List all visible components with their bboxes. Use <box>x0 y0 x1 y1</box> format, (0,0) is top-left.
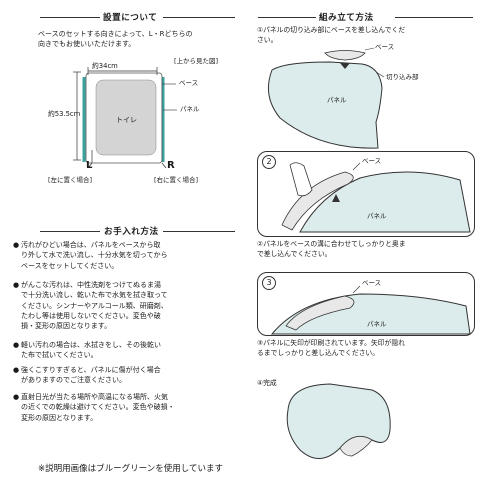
step2-panel-label: パネル <box>367 212 387 220</box>
bullet-icon: ● <box>13 393 20 401</box>
toilet-label: トイレ <box>116 116 137 124</box>
left-letter: L <box>86 160 93 171</box>
step4-caption: ④完成 <box>257 379 277 387</box>
step1-panel-label: パネル <box>327 96 347 104</box>
footnote: ※説明用画像はブルーグリーンを使用しています <box>38 464 223 474</box>
panel-label: パネル <box>180 105 200 113</box>
left-caption: [左に置く場合] <box>48 176 93 184</box>
step2-number: 2 <box>262 155 276 169</box>
step3-panel-label: パネル <box>367 320 387 328</box>
care-item-1: ● 汚れがひどい場合は、パネルをベースから取 り外して水で洗い流し、十分水気を切… <box>13 240 239 271</box>
step2-illustration <box>281 162 471 233</box>
step1-notch-label: 切り込み部 <box>386 73 419 81</box>
step1-base-label: ベース <box>375 43 395 51</box>
right-letter: R <box>167 160 175 171</box>
bullet-icon: ● <box>13 341 20 349</box>
title-rule-left <box>40 231 100 232</box>
installation-intro: ベースのセットする向きによって、L・Rどちらの 向きでもお使いいただけます。 <box>38 30 193 49</box>
care-text: 強くこすりすぎると、パネルに傷が付く場合 がありますのでご注意ください。 <box>21 366 161 385</box>
step1-caption: ①パネルの切り込み部にベースを差し込んでくだ さい。 <box>257 26 406 44</box>
step4-illustration <box>286 383 391 459</box>
step3-caption: ③パネルに矢印が印刷されています。矢印が隠れ るまでしっかりと差し込んでください… <box>257 339 405 357</box>
care-text: 軽い汚れの場合は、水拭きをし、その後乾い た布で拭いてください。 <box>21 341 161 360</box>
care-text: 汚れがひどい場合は、パネルをベースから取 り外して水で洗い流し、十分水気を切って… <box>21 241 168 270</box>
step3-number: 3 <box>262 276 276 290</box>
title-rule-left <box>40 17 100 18</box>
care-text: 直射日光が当たる場所や高温になる場所、火気 の近くでの乾燥は避けてください。変色… <box>21 393 175 422</box>
care-text: がんこな汚れは、中性洗剤をつけてぬるま湯 で十分洗い流し、乾いた布で水気を拭き取… <box>21 281 168 331</box>
installation-diagram <box>73 67 177 169</box>
step2-caption: ②パネルをベースの溝に合わせてしっかりと奥ま で差し込んでください。 <box>257 240 406 258</box>
title-rule-right <box>395 17 473 18</box>
width-label: 約34cm <box>92 62 118 70</box>
step3-illustration <box>270 285 471 335</box>
title-rule-left <box>258 17 316 18</box>
installation-title: 設置について <box>103 13 158 23</box>
step1-illustration <box>267 47 385 149</box>
care-item-2: ● がんこな汚れは、中性洗剤をつけてぬるま湯 で十分洗い流し、乾いた布で水気を拭… <box>13 280 239 331</box>
assembly-title: 組み立て方法 <box>319 13 374 23</box>
care-item-3: ● 軽い汚れの場合は、水拭きをし、その後乾い た布で拭いてください。 <box>13 340 239 361</box>
bullet-icon: ● <box>13 241 20 249</box>
title-rule-right <box>163 231 235 232</box>
base-label: ベース <box>179 79 199 87</box>
bullet-icon: ● <box>13 281 20 289</box>
care-title: お手入れ方法 <box>104 227 159 237</box>
step3-base-label: ベース <box>362 279 382 287</box>
right-caption: [右に置く場合] <box>154 176 199 184</box>
height-label: 約53.5cm <box>48 110 81 118</box>
bullet-icon: ● <box>13 366 20 374</box>
care-item-4: ● 強くこすりすぎると、パネルに傷が付く場合 がありますのでご注意ください。 <box>13 365 239 386</box>
title-rule-right <box>163 17 235 18</box>
care-item-5: ● 直射日光が当たる場所や高温になる場所、火気 の近くでの乾燥は避けてください。… <box>13 392 239 423</box>
view-label: [上から見た図] <box>174 57 219 65</box>
step2-base-label: ベース <box>362 157 382 165</box>
